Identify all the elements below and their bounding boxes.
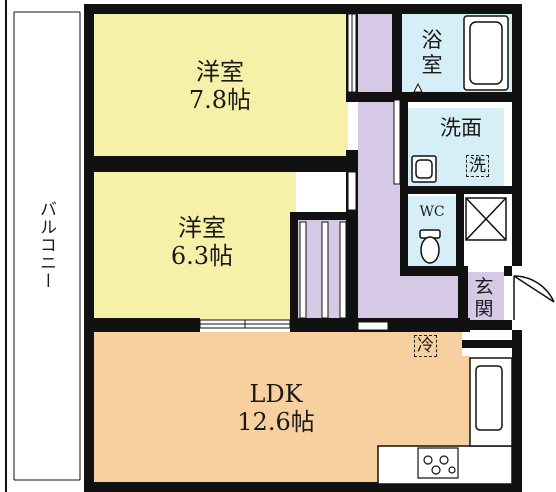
room-name: 洋室 <box>178 214 226 242</box>
bath-label-line1: 浴 <box>421 28 443 52</box>
wash-basin <box>411 155 437 183</box>
toilet-name: WC <box>419 204 445 220</box>
room-name: 洋室 <box>196 58 244 86</box>
room-size: 6.3帖 <box>170 242 234 271</box>
western-room-1 <box>92 12 348 158</box>
washer-space: 洗 <box>466 155 489 177</box>
shoe-storage <box>465 197 507 241</box>
ldk-label: LDK 12.6帖 <box>226 380 326 437</box>
western-room-1-label: 洋室 7.8帖 <box>180 58 260 115</box>
room-size: 7.8帖 <box>188 86 252 115</box>
washroom-label: 洗面 <box>426 116 496 141</box>
washer-label: 洗 <box>466 155 489 177</box>
toilet-label: WC <box>416 204 448 221</box>
bathtub <box>463 15 509 91</box>
room-name: LDK <box>249 380 303 408</box>
room-size: 12.6帖 <box>237 408 315 437</box>
entrance-area <box>464 272 504 324</box>
entrance-label: 玄 関 <box>468 276 500 321</box>
fridge-label: 冷 <box>414 335 437 357</box>
sliding-doors <box>199 13 401 331</box>
toilet-fixture <box>419 229 441 264</box>
western-room-2-label: 洋室 6.3帖 <box>162 214 242 271</box>
washroom-name: 洗面 <box>440 116 482 140</box>
balcony-area <box>0 0 90 492</box>
entrance-label-line2: 関 <box>474 298 494 321</box>
fridge-space: 冷 <box>414 335 437 357</box>
bath-label-line2: 室 <box>421 52 443 77</box>
corridor <box>358 12 466 320</box>
ldk-room <box>92 332 470 486</box>
entrance-label-line1: 玄 <box>474 276 494 298</box>
western-room-2 <box>92 172 296 320</box>
bath-door-mark <box>413 82 423 93</box>
balcony-name: バルコニー <box>36 200 57 290</box>
bath-label: 浴 室 <box>412 28 452 78</box>
stove-icon <box>417 447 459 479</box>
balcony-label: バルコニー <box>36 200 56 290</box>
entrance-door <box>513 275 555 320</box>
